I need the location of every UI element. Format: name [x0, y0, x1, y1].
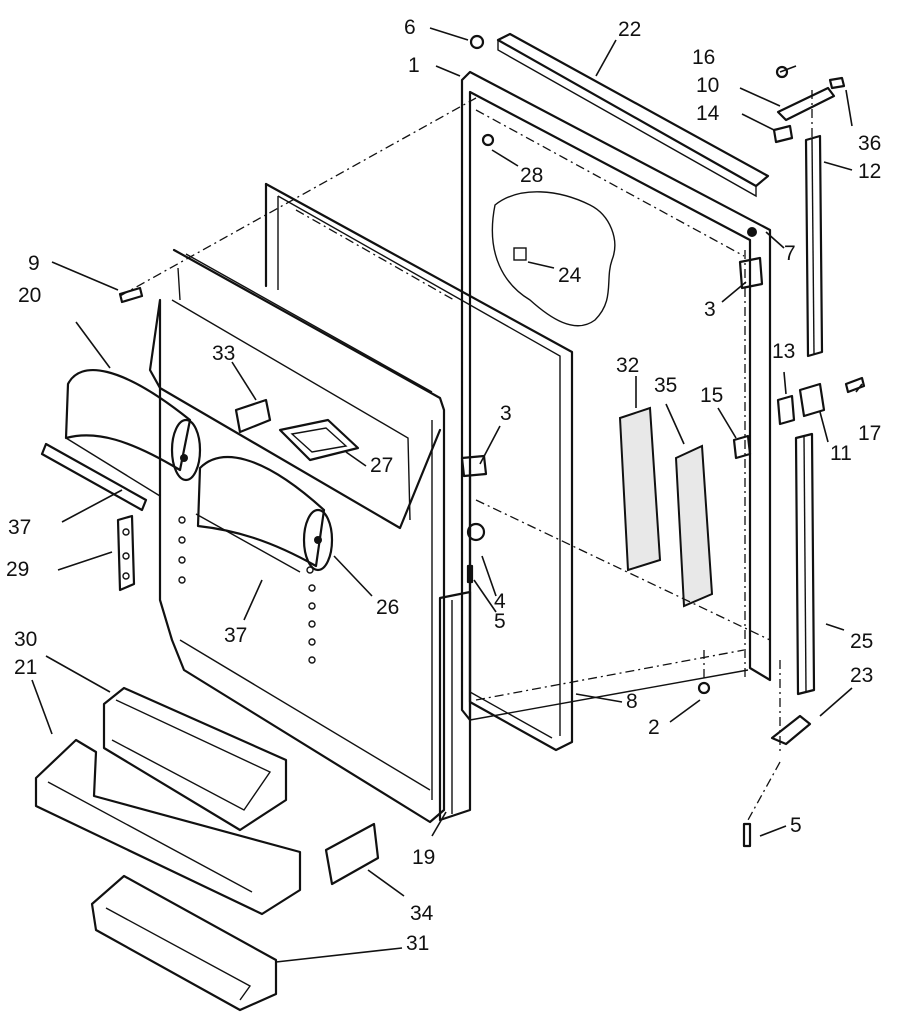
outer-door-panel [460, 70, 772, 722]
callout-24: 24 [558, 264, 582, 287]
callout-10: 10 [696, 74, 719, 97]
callout-6: 6 [404, 16, 416, 39]
hinge-10 [776, 76, 846, 122]
callout-30: 30 [14, 628, 37, 651]
door-liner-frame [264, 182, 574, 752]
callout-20: 20 [18, 284, 41, 307]
callout-31: 31 [406, 932, 429, 955]
lower-hinge-23 [770, 714, 812, 746]
callout-3b: 3 [500, 402, 512, 425]
callout-37b: 37 [224, 624, 247, 647]
callout-16: 16 [692, 46, 715, 69]
washer-4 [466, 522, 486, 542]
callout-5b: 5 [790, 814, 802, 837]
assembly-lines [119, 90, 813, 821]
callout-7: 7 [784, 242, 796, 265]
callout-2: 2 [648, 716, 660, 739]
callout-21: 21 [14, 656, 37, 679]
callout-29: 29 [6, 558, 29, 581]
callout-35: 35 [654, 374, 677, 397]
callout-37a: 37 [8, 516, 31, 539]
foam-gasket-32 [618, 406, 662, 572]
door-bin-31 [90, 874, 278, 1012]
screw-28 [481, 133, 495, 147]
hinge-pin-13 [776, 394, 796, 426]
foam-gasket-35 [674, 444, 714, 608]
spacer-2 [697, 681, 711, 695]
shelf-cover-lower [195, 456, 334, 573]
top-trim-piece [496, 32, 770, 198]
gasket-strip-12 [804, 134, 824, 358]
hinge-bracket-11 [798, 382, 826, 418]
callout-19: 19 [412, 846, 435, 869]
callout-22: 22 [618, 18, 641, 41]
callout-14: 14 [696, 102, 720, 125]
callout-34: 34 [410, 902, 434, 925]
callout-25: 25 [850, 630, 873, 653]
callout-4: 4 [494, 590, 506, 613]
callout-33: 33 [212, 342, 235, 365]
screw-5a [466, 564, 474, 584]
callout-1: 1 [408, 54, 420, 77]
callout-labels: 6 22 16 1 10 14 36 28 12 7 9 24 20 3 33 … [6, 16, 881, 955]
inner-door-liner [148, 248, 472, 824]
screw-17 [844, 376, 866, 394]
callout-23: 23 [850, 664, 873, 687]
callout-15: 15 [700, 384, 723, 407]
callout-12: 12 [858, 160, 881, 183]
callout-32: 32 [616, 354, 639, 377]
callout-27: 27 [370, 454, 393, 477]
callout-8: 8 [626, 690, 638, 713]
door-shelf-21 [34, 738, 302, 916]
screw-6 [469, 34, 485, 50]
hinge-cap-15 [732, 434, 752, 460]
bracket-33 [234, 398, 272, 434]
callout-11: 11 [830, 442, 852, 465]
bin-bracket-34 [324, 822, 380, 886]
light-shield-27 [278, 418, 360, 462]
callout-3a: 3 [704, 298, 716, 321]
callout-9: 9 [28, 252, 40, 275]
callout-13: 13 [772, 340, 795, 363]
screw-16 [775, 65, 789, 79]
callout-28: 28 [520, 164, 543, 187]
door-bin-30 [102, 686, 288, 832]
callout-5a: 5 [494, 610, 506, 633]
screw-9 [118, 286, 144, 304]
callout-leaders [31, 27, 863, 963]
shelf-cover-upper [64, 369, 202, 497]
callout-26: 26 [376, 596, 399, 619]
callout-36: 36 [858, 132, 881, 155]
shelf-bracket-29 [116, 514, 136, 592]
gasket-strip-25 [794, 432, 816, 696]
screw-5b [742, 822, 752, 848]
hinge-shim-14 [772, 124, 794, 144]
retainer-strip-upper [40, 442, 148, 512]
callout-17: 17 [858, 422, 881, 445]
